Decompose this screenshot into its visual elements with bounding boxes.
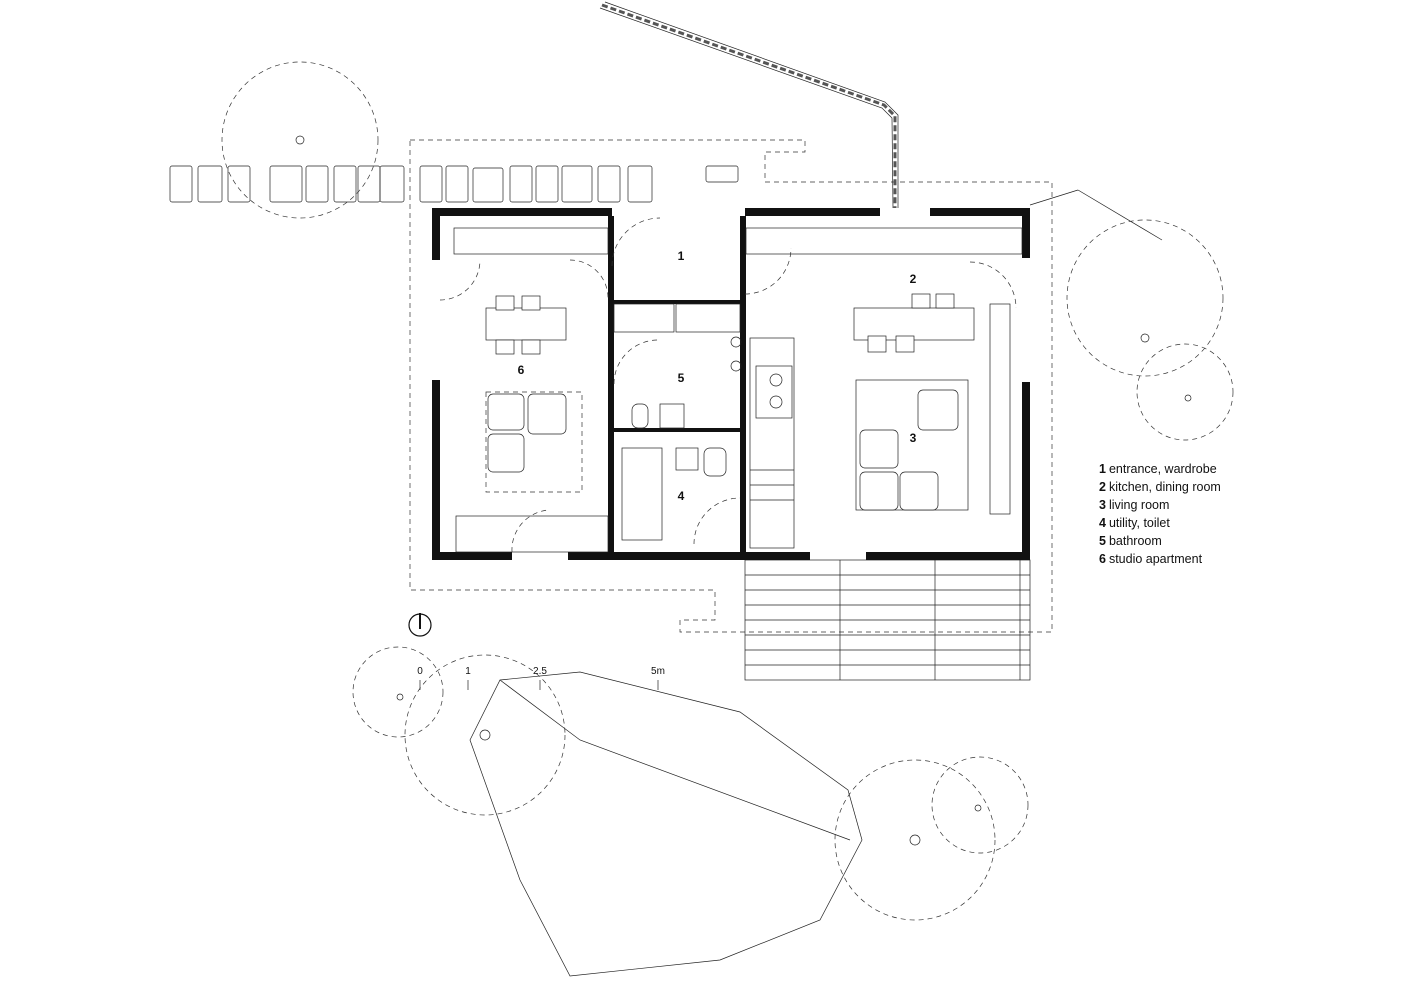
room-number-3: 3 — [910, 431, 917, 445]
north-arrow-icon — [408, 613, 432, 637]
legend-number: 4 — [1099, 516, 1106, 530]
legend-label: studio apartment — [1108, 552, 1203, 566]
trees — [221, 61, 1234, 921]
stepping-stones — [169, 165, 739, 203]
site-boundary — [409, 139, 1163, 633]
legend-label: kitchen, dining room — [1108, 480, 1221, 494]
legend-number: 1 — [1099, 462, 1106, 476]
scale-tick-5m: 5m — [651, 666, 665, 677]
deck — [744, 559, 1031, 681]
door-swings — [439, 217, 1017, 553]
room-number-6: 6 — [518, 363, 525, 377]
legend-number: 6 — [1099, 552, 1106, 566]
room-number-5: 5 — [678, 371, 685, 385]
scale-bar: 0 1 2.5 5m — [417, 666, 665, 690]
legend-number: 5 — [1099, 534, 1106, 548]
room-number-2: 2 — [910, 272, 917, 286]
boulder — [469, 671, 863, 977]
gravel-path — [599, 1, 899, 209]
scale-tick-0: 0 — [417, 666, 423, 677]
legend-label: utility, toilet — [1108, 516, 1170, 530]
furniture — [455, 293, 1011, 553]
legend-number: 3 — [1099, 498, 1106, 512]
legend-number: 2 — [1099, 480, 1106, 494]
legend-label: entrance, wardrobe — [1108, 462, 1217, 476]
room-number-4: 4 — [678, 489, 685, 503]
walls — [432, 208, 1030, 560]
scale-tick-2-5: 2.5 — [533, 666, 547, 677]
legend-label: living room — [1108, 498, 1170, 512]
scale-tick-1: 1 — [465, 666, 471, 677]
room-number-1: 1 — [678, 249, 685, 263]
legend-label: bathroom — [1108, 534, 1162, 548]
